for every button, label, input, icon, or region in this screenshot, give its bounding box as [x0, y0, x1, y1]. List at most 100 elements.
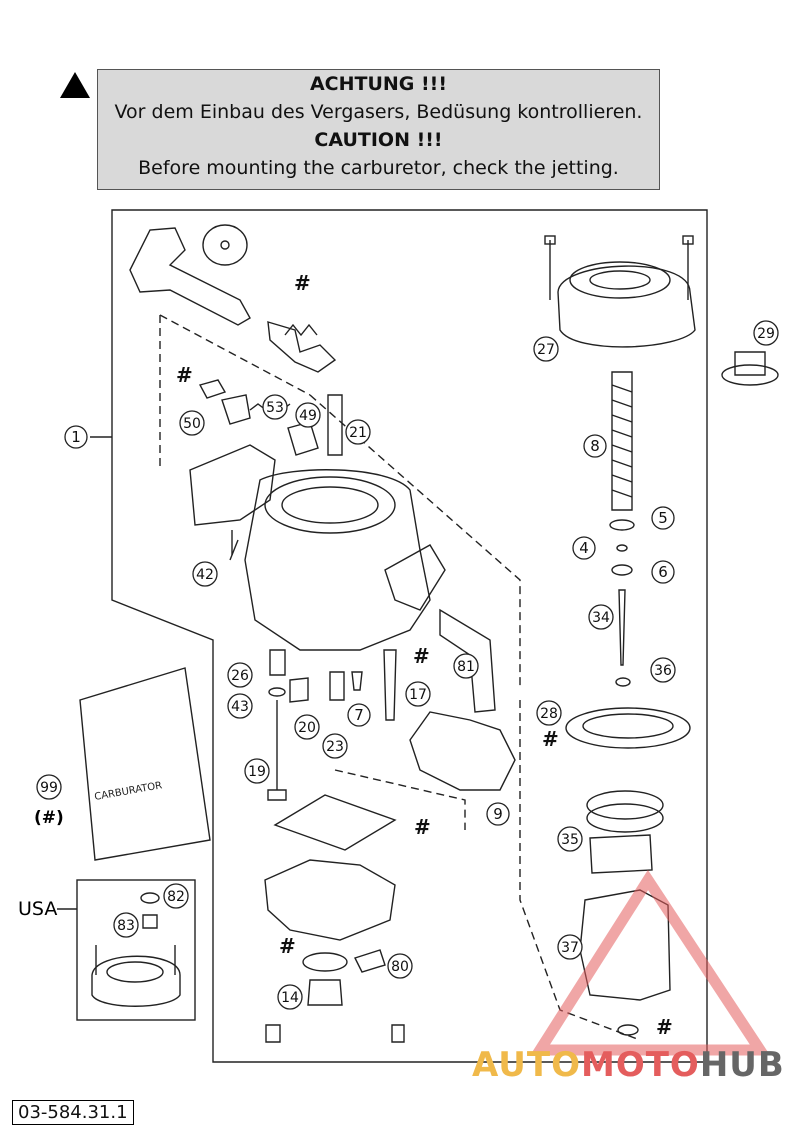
callout-circle-21	[345, 419, 371, 445]
hash-marker: #	[279, 934, 296, 958]
callout-circle-19	[244, 758, 270, 784]
marker-layer: # # # # # # #	[176, 271, 673, 1039]
callout-label-4: 4	[579, 539, 589, 557]
callout-label-53: 53	[266, 400, 284, 416]
callout-label-14: 14	[281, 990, 299, 1006]
notice-heading-en: CAUTION !!!	[314, 129, 443, 151]
screw-50	[221, 394, 251, 425]
cover-plate	[189, 444, 276, 526]
idle-screw	[267, 321, 337, 373]
callout-circle-6	[651, 560, 675, 584]
float-bowl	[264, 859, 396, 941]
callout-label-21: 21	[349, 425, 367, 441]
callout-label-81: 81	[457, 659, 475, 675]
watermark-part2: MOTO	[580, 1045, 700, 1085]
needle-17	[383, 649, 397, 721]
callout-label-35: 35	[561, 832, 579, 848]
callout-label-82: 82	[167, 889, 185, 905]
watermark-logo: AUTOMOTOHUB	[472, 1045, 785, 1085]
callout-circle-49	[295, 402, 321, 428]
bag-note-label: (#)	[34, 808, 64, 828]
document-id: 03-584.31.1	[12, 1100, 134, 1125]
callout-circle-42	[192, 561, 218, 587]
slide-28	[565, 707, 691, 749]
hash-marker: #	[413, 644, 430, 668]
callout-label-36: 36	[654, 663, 672, 679]
callout-circle-8	[583, 434, 607, 458]
callout-circle-1	[64, 425, 88, 449]
callout-label-17: 17	[409, 687, 427, 703]
callout-label-8: 8	[590, 437, 600, 455]
jet-kit-bag-99	[79, 667, 211, 861]
callout-circle-28	[536, 700, 562, 726]
callout-label-28: 28	[540, 706, 558, 722]
callout-circle-80	[387, 953, 413, 979]
hash-marker: #	[294, 271, 311, 295]
callout-label-27: 27	[537, 342, 555, 358]
assembly-frame	[111, 209, 708, 1063]
callout-label-20: 20	[298, 720, 316, 736]
hash-marker: #	[414, 815, 431, 839]
notice-text-de: Vor dem Einbau des Vergasers, Bedüsung k…	[114, 101, 643, 123]
jet-needle-34	[618, 589, 626, 666]
hose-81	[439, 608, 496, 713]
callout-label-50: 50	[183, 416, 201, 432]
callout-label-19: 19	[248, 764, 266, 780]
plug-29	[734, 351, 766, 376]
screw-49	[287, 421, 319, 456]
callout-label-99: 99	[40, 780, 58, 796]
callout-circle-50	[179, 410, 205, 436]
callout-label-29: 29	[757, 326, 775, 342]
callout-circle-4	[572, 536, 596, 560]
callout-circle-5	[651, 506, 675, 530]
callout-circle-99	[36, 774, 62, 800]
callout-circle-36	[650, 657, 676, 683]
float-9	[409, 711, 516, 791]
callout-label-5: 5	[658, 509, 668, 527]
watermark-part3: HUB	[699, 1045, 785, 1085]
callout-label-6: 6	[658, 563, 668, 581]
callout-label-49: 49	[299, 408, 317, 424]
callout-label-23: 23	[326, 739, 344, 755]
callout-label-42: 42	[196, 567, 214, 583]
callout-circle-26	[227, 662, 253, 688]
callout-circle-14	[277, 984, 303, 1010]
top-cap-27	[557, 265, 696, 348]
diaphragm-35	[586, 803, 664, 833]
usa-inset-box	[76, 879, 196, 1021]
warning-triangle-icon	[60, 72, 90, 98]
hash-marker: #	[176, 363, 193, 387]
callout-circle-9	[486, 802, 510, 826]
callout-circle-29	[753, 320, 779, 346]
callout-circle-34	[588, 604, 614, 630]
callout-circle-43	[227, 693, 253, 719]
drain-plug-14	[307, 979, 343, 1006]
callout-circle-37	[557, 934, 583, 960]
callout-circle-17	[405, 681, 431, 707]
notice-heading-de: ACHTUNG !!!	[309, 73, 448, 95]
hash-marker: #	[542, 727, 559, 751]
spring-8	[611, 371, 633, 511]
callout-label-83: 83	[117, 918, 135, 934]
callout-circle-83	[113, 912, 139, 938]
callout-label-80: 80	[391, 959, 409, 975]
throttle-lever	[129, 227, 251, 326]
callout-circle-7	[347, 703, 371, 727]
bolt-21	[327, 394, 343, 456]
callout-circle-53	[262, 394, 288, 420]
callout-label-9: 9	[493, 805, 503, 823]
carburetor-body	[244, 469, 431, 651]
gasket	[273, 794, 397, 851]
hash-marker: #	[656, 1015, 673, 1039]
usa-label: USA	[18, 898, 58, 920]
callout-label-43: 43	[231, 699, 249, 715]
watermark-part1: AUTO	[472, 1045, 581, 1085]
callout-label-26: 26	[231, 668, 249, 684]
notice-text-en: Before mounting the carburetor, check th…	[138, 157, 619, 179]
callout-label-37: 37	[561, 940, 579, 956]
callout-circle-82	[163, 883, 189, 909]
watermark-triangle-icon	[529, 869, 771, 1056]
callout-circle-35	[557, 826, 583, 852]
callout-label-1: 1	[71, 428, 81, 446]
